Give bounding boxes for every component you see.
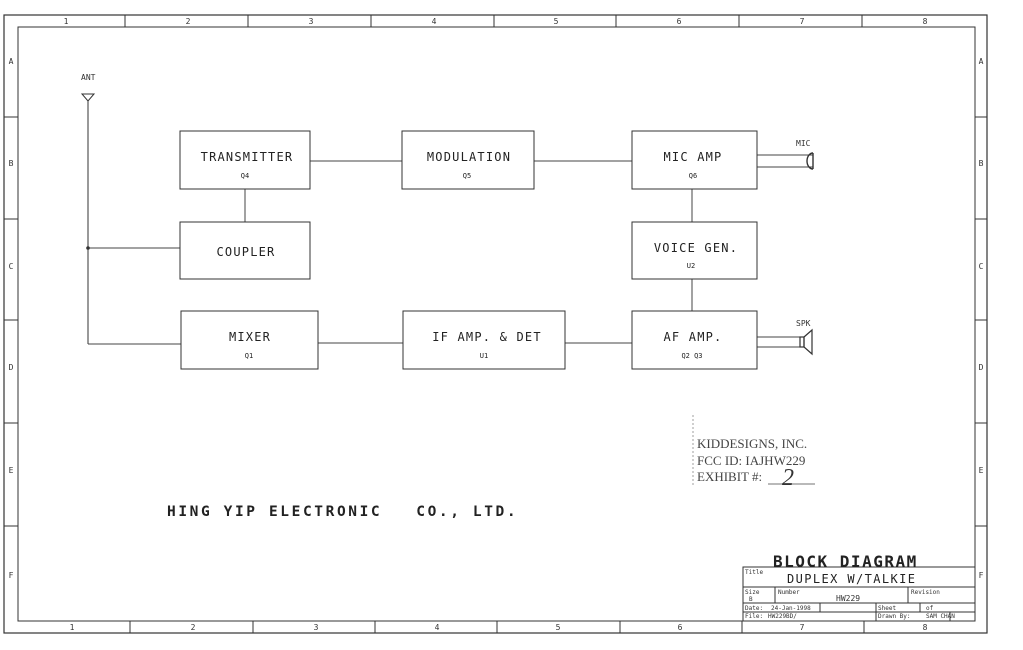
date-label: Date:	[745, 605, 763, 612]
company-name: HING YIP ELECTRONIC CO., LTD.	[167, 504, 518, 520]
block-coupler-name: COUPLER	[217, 245, 276, 259]
junction-dot	[86, 246, 90, 250]
row-label-right-b: B	[979, 159, 984, 168]
block-mixer-ref: Q1	[245, 352, 253, 360]
column-ticks	[124, 15, 865, 633]
drawn-label: Drawn By:	[878, 613, 911, 620]
sheet-label: Sheet	[878, 605, 896, 612]
stamp-company: KIDDESIGNS, INC.	[697, 436, 807, 451]
col-label-top-2: 2	[186, 17, 191, 26]
antenna-icon	[80, 93, 96, 344]
date-value: 24-Jan-1998	[771, 605, 811, 612]
row-label-right-d: D	[979, 363, 984, 372]
file-label: File:	[745, 613, 763, 620]
col-label-bottom-7: 7	[800, 623, 805, 632]
col-label-top-3: 3	[309, 17, 314, 26]
col-label-bottom-1: 1	[70, 623, 75, 632]
block-if-amp-ref: U1	[480, 352, 488, 360]
col-label-bottom-8: 8	[923, 623, 928, 632]
row-label-left-a: A	[9, 57, 14, 66]
size-label: Size	[745, 589, 760, 596]
block-if-amp-det: IF AMP. & DET U1	[402, 310, 566, 370]
block-af-amp: AF AMP. Q2 Q3	[631, 310, 758, 370]
col-label-bottom-3: 3	[314, 623, 319, 632]
block-transmitter-ref: Q4	[241, 172, 249, 180]
col-label-bottom-4: 4	[435, 623, 440, 632]
connection-wires	[88, 154, 813, 348]
row-ticks	[4, 116, 987, 527]
block-coupler: COUPLER	[179, 221, 311, 280]
number-value: HW229	[836, 594, 860, 603]
row-label-left-e: E	[9, 466, 14, 475]
block-transmitter: TRANSMITTER Q4	[179, 130, 311, 190]
col-label-top-5: 5	[554, 17, 559, 26]
drawn-value: SAM CHAN	[926, 613, 955, 620]
block-modulation-name: MODULATION	[427, 150, 511, 164]
block-transmitter-name: TRANSMITTER	[201, 150, 294, 164]
col-label-bottom-6: 6	[678, 623, 683, 632]
fcc-stamp: KIDDESIGNS, INC. FCC ID: IAJHW229 EXHIBI…	[692, 415, 815, 491]
drawing-frame	[3, 14, 988, 634]
col-label-top-4: 4	[432, 17, 437, 26]
block-mic-amp: MIC AMP Q6	[631, 130, 758, 190]
speaker-icon	[799, 328, 813, 356]
row-label-right-a: A	[979, 57, 984, 66]
block-mixer-name: MIXER	[229, 330, 271, 344]
title-block	[742, 566, 976, 622]
stamp-fcc-id: FCC ID: IAJHW229	[697, 453, 805, 468]
row-label-right-f: F	[979, 571, 984, 580]
col-label-top-1: 1	[64, 17, 69, 26]
title-block-subtitle: DUPLEX W/TALKIE	[787, 572, 916, 586]
col-label-top-6: 6	[677, 17, 682, 26]
microphone-icon	[806, 152, 814, 170]
row-label-left-c: C	[9, 262, 14, 271]
title-block-heading: BLOCK DIAGRAM	[773, 552, 918, 571]
antenna-label: ANT	[81, 73, 96, 82]
col-label-bottom-5: 5	[556, 623, 561, 632]
row-label-right-e: E	[979, 466, 984, 475]
block-modulation: MODULATION Q5	[401, 130, 535, 190]
revision-label: Revision	[911, 589, 940, 596]
block-mixer: MIXER Q1	[180, 310, 319, 370]
block-modulation-ref: Q5	[463, 172, 471, 180]
col-label-top-7: 7	[800, 17, 805, 26]
block-voice-gen-ref: U2	[687, 262, 695, 270]
stamp-exhibit-number: 2	[782, 465, 794, 491]
block-af-amp-name: AF AMP.	[664, 330, 723, 344]
sheet-of: of	[926, 605, 934, 612]
block-voice-gen-name: VOICE GEN.	[654, 241, 738, 255]
block-af-amp-ref: Q2 Q3	[681, 352, 702, 360]
row-label-right-c: C	[979, 262, 984, 271]
block-mic-amp-name: MIC AMP	[664, 150, 723, 164]
row-label-left-f: F	[9, 571, 14, 580]
block-if-amp-name: IF AMP. & DET	[432, 330, 542, 344]
number-label: Number	[778, 589, 800, 596]
col-label-top-8: 8	[923, 17, 928, 26]
stamp-exhibit: EXHIBIT #:	[697, 469, 762, 484]
size-value: B	[749, 596, 753, 603]
row-label-left-d: D	[9, 363, 14, 372]
block-voice-gen: VOICE GEN. U2	[631, 221, 758, 280]
col-label-bottom-2: 2	[191, 623, 196, 632]
block-mic-amp-ref: Q6	[689, 172, 697, 180]
title-label: Title	[745, 569, 763, 576]
speaker-label: SPK	[796, 319, 811, 328]
microphone-label: MIC	[796, 139, 811, 148]
file-value: HW229BD/	[768, 613, 797, 620]
row-label-left-b: B	[9, 159, 14, 168]
